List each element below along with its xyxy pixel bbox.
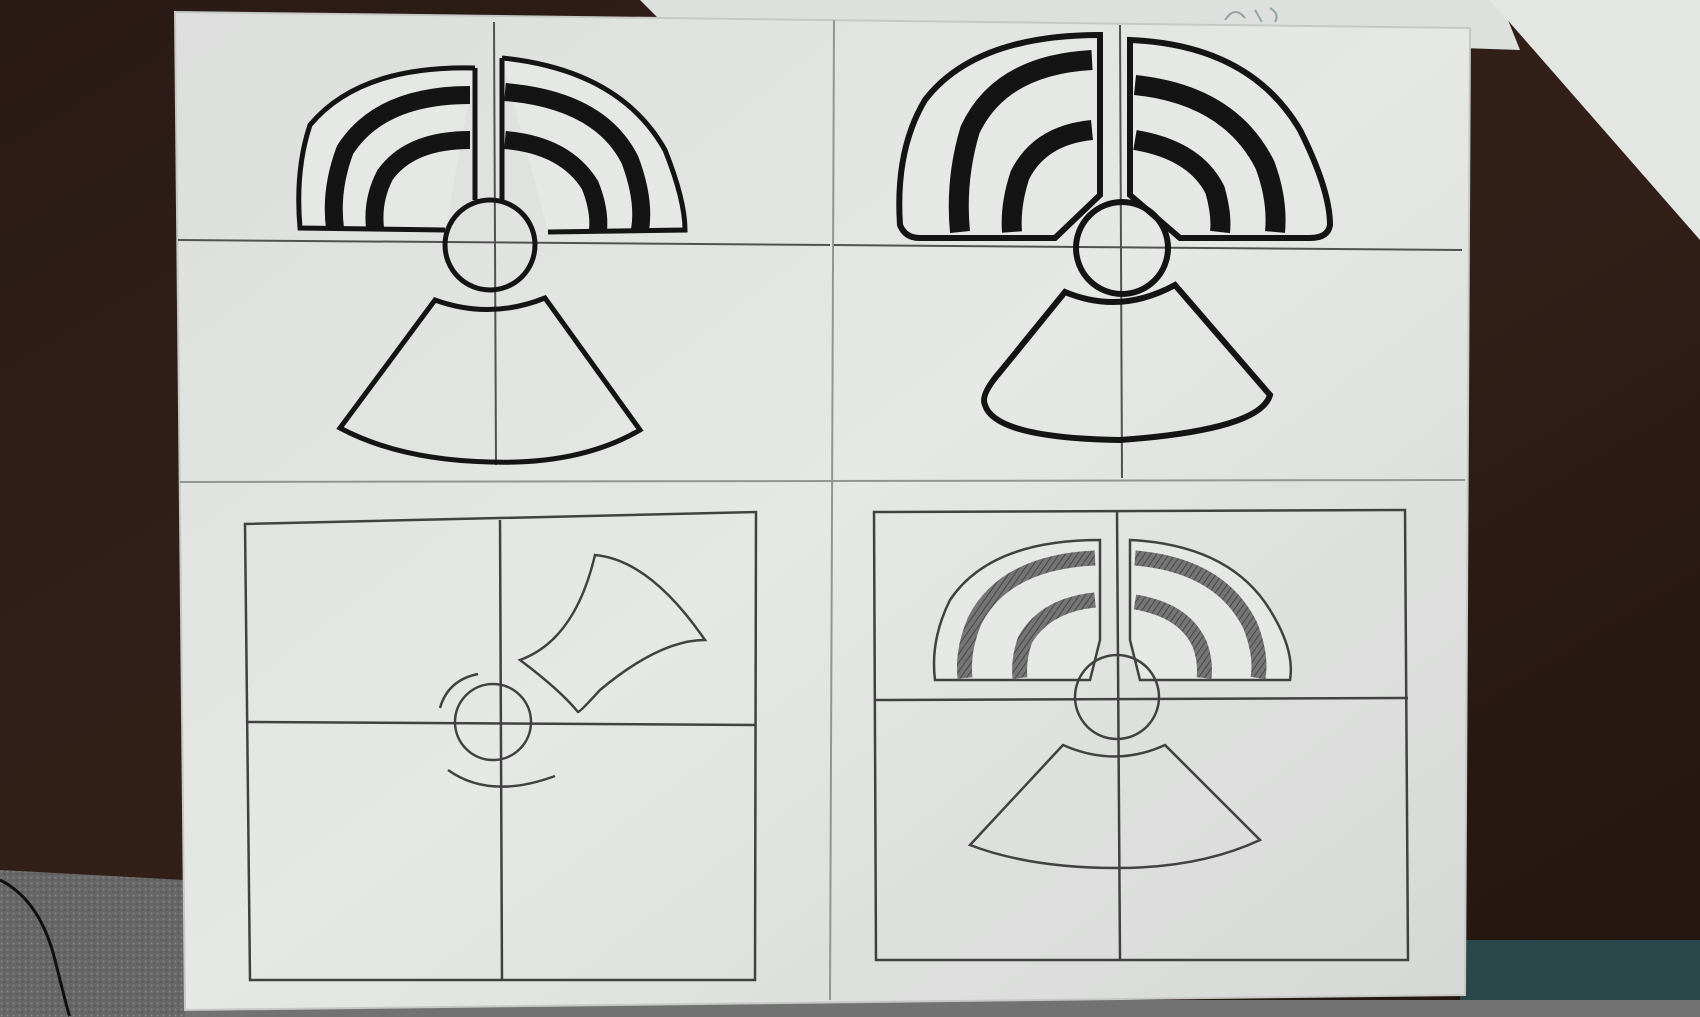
radiation-arc-left-band-2 <box>1012 592 1096 679</box>
lower-blade <box>336 294 644 465</box>
inner-arc-upper <box>438 672 479 709</box>
guide-horizontal <box>177 239 831 246</box>
radiation-arc-right <box>499 55 688 235</box>
paper-fold-horizontal <box>179 479 1466 483</box>
carpet-floor <box>0 870 190 1017</box>
guide-vertical <box>1119 24 1123 479</box>
teal-strip <box>1460 940 1700 1000</box>
lower-blade <box>967 743 1263 870</box>
guide-vertical <box>498 519 504 981</box>
radiation-arc-left <box>296 65 478 233</box>
lower-blade <box>981 281 1274 444</box>
radiation-arc-left-band-1 <box>957 550 1096 679</box>
guide-horizontal <box>875 696 1409 702</box>
rotated-blade <box>517 553 708 714</box>
paper-scribble <box>1224 7 1278 23</box>
guide-vertical <box>493 21 497 466</box>
background-paper-right <box>1490 0 1700 240</box>
core-circle <box>1073 199 1171 297</box>
cable <box>0 878 72 1017</box>
radiation-arc-left <box>896 31 1103 241</box>
frame <box>243 510 758 982</box>
core-circle <box>442 197 538 293</box>
radiation-arc-right-band-2 <box>1133 594 1212 679</box>
guide-horizontal <box>833 244 1463 251</box>
guide-horizontal <box>246 720 756 727</box>
radiation-arc-left-outline <box>932 538 1102 682</box>
top-left-panel <box>177 21 831 466</box>
inner-arc-lower <box>447 768 556 788</box>
core-circle <box>453 682 533 762</box>
top-right-panel <box>833 24 1463 479</box>
radiation-arc-right-band-1 <box>1134 550 1267 680</box>
core-circle <box>1073 653 1161 741</box>
bottom-left-panel <box>243 510 758 982</box>
guide-vertical <box>1115 511 1122 961</box>
frame <box>872 508 1410 962</box>
paper-fold-vertical <box>829 19 835 1001</box>
bottom-right-panel <box>872 508 1410 962</box>
radiation-arc-right <box>1127 36 1334 241</box>
